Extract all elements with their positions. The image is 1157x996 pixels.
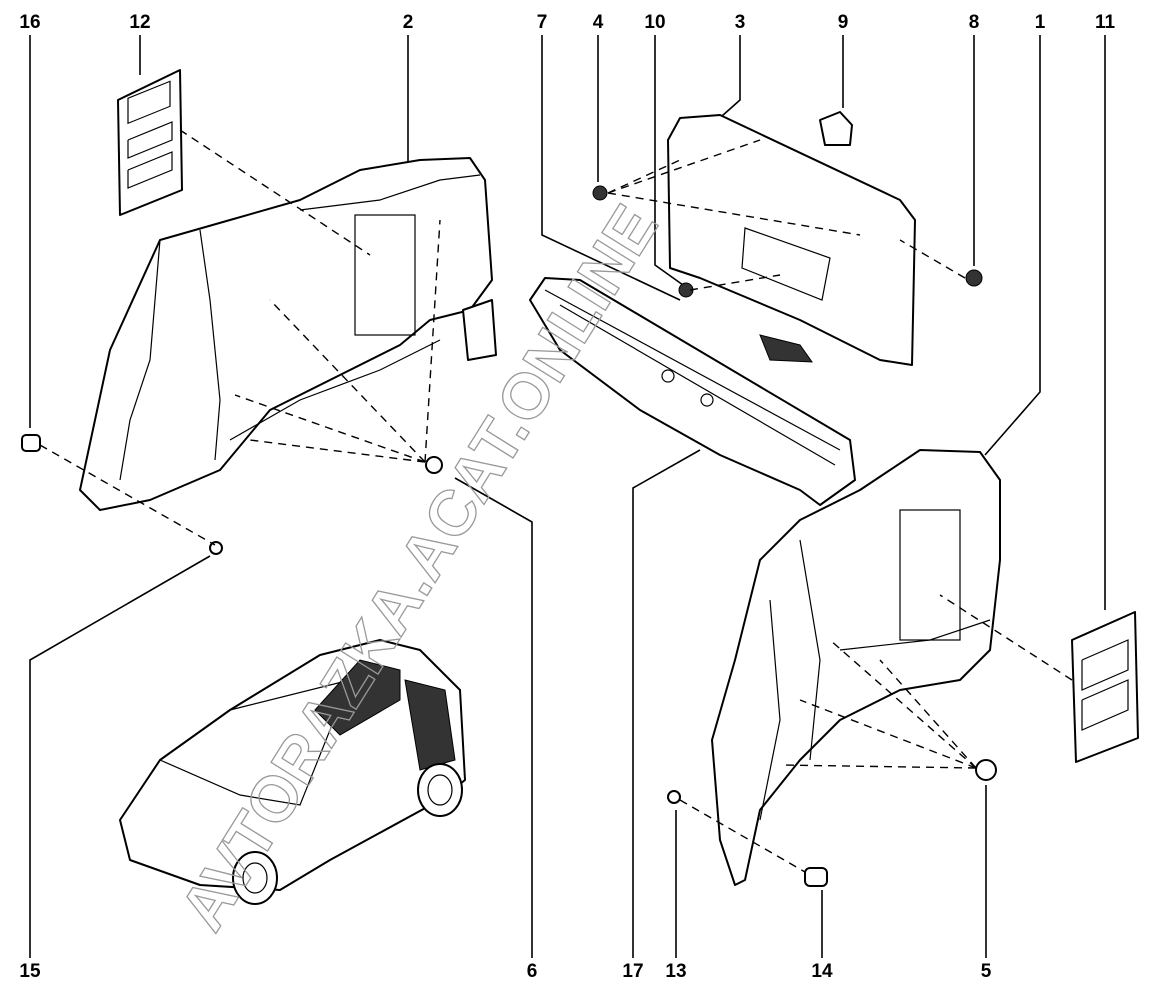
part-1-right-trim: [711, 449, 1001, 886]
part-7-sill-trim: [529, 277, 856, 506]
assembly-lines: [39, 129, 1073, 873]
callout-1: 1: [1035, 12, 1046, 33]
callout-4: 4: [593, 12, 604, 33]
callout-labels: 16 12 2 7 4 10 3 9 8 1 11 15 6 17 13 14 …: [19, 12, 1115, 982]
leader-lines: [29, 35, 1106, 958]
part-14-clip: [804, 867, 828, 887]
callout-16: 16: [19, 12, 40, 33]
part-13-screw: [667, 790, 681, 804]
callout-7: 7: [537, 12, 548, 33]
part-15-screw: [209, 541, 223, 555]
part-6-clip: [425, 456, 443, 474]
callout-10: 10: [644, 12, 665, 33]
callout-17: 17: [622, 961, 643, 982]
part-12-cover-panel: [117, 69, 183, 216]
callout-8: 8: [969, 12, 980, 33]
callout-15: 15: [19, 961, 41, 982]
callout-14: 14: [811, 961, 833, 982]
part-8-clip: [965, 269, 983, 287]
callout-12: 12: [129, 12, 150, 33]
part-5-clip: [975, 759, 997, 781]
part-16-clip: [21, 434, 41, 452]
callout-6: 6: [527, 961, 538, 982]
callout-9: 9: [838, 12, 849, 33]
fasteners: [21, 185, 997, 887]
callout-13: 13: [665, 961, 686, 982]
callout-2: 2: [403, 12, 414, 33]
callout-3: 3: [735, 12, 746, 33]
part-4-clip: [592, 185, 608, 201]
callout-11: 11: [1095, 12, 1116, 33]
part-2-left-trim: [79, 157, 497, 511]
part-3-rear-panel: [667, 111, 916, 366]
callout-5: 5: [981, 961, 992, 982]
car-illustration: [119, 639, 466, 905]
part-11-cover-panel: [1071, 611, 1139, 763]
